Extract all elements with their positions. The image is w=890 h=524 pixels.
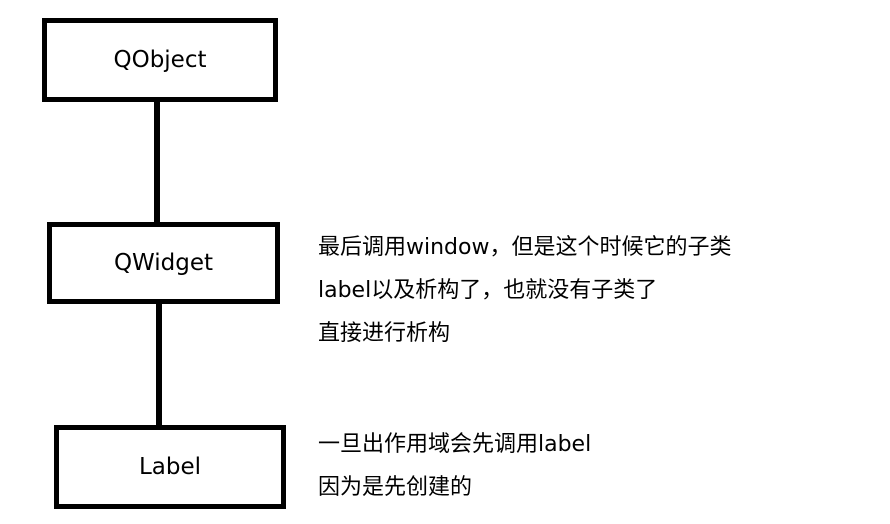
node-label: Label	[54, 425, 286, 509]
node-qwidget: QWidget	[47, 222, 280, 304]
node-label-label: Label	[138, 454, 202, 480]
annotation-qwidget-line: label以及析构了，也就没有子类了	[318, 278, 658, 303]
node-qobject: QObject	[42, 18, 278, 102]
annotation-qwidget: 最后调用window，但是这个时候它的子类 label以及析构了，也就没有子类了…	[318, 226, 731, 355]
annotation-label-line: 因为是先创建的	[318, 475, 473, 500]
connector-qobject-qwidget	[154, 102, 160, 222]
node-qobject-label: QObject	[113, 47, 207, 73]
annotation-qwidget-line: 直接进行析构	[318, 321, 451, 346]
node-qwidget-label: QWidget	[113, 250, 214, 276]
connector-qwidget-label	[156, 304, 162, 425]
annotation-label: 一旦出作用域会先调用label 因为是先创建的	[318, 423, 591, 509]
annotation-label-line: 一旦出作用域会先调用label	[318, 432, 592, 457]
annotation-qwidget-line: 最后调用window，但是这个时候它的子类	[318, 235, 732, 260]
